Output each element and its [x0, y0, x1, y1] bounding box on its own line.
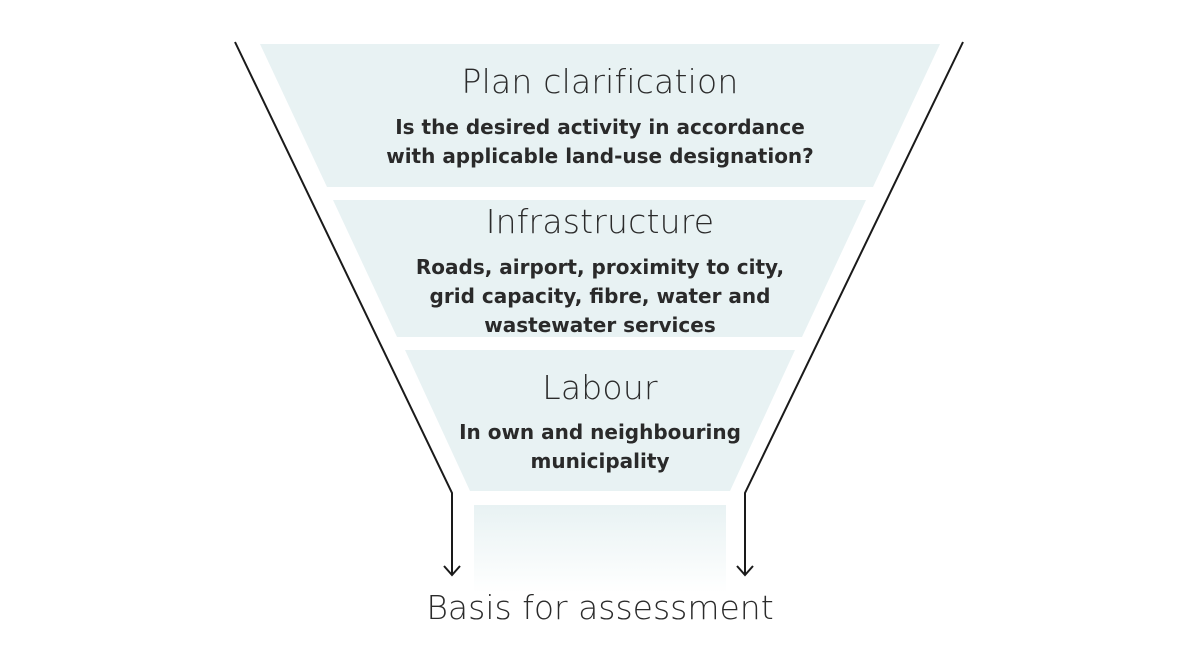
description-line: In own and neighbouring [459, 420, 741, 444]
stage-title-infrastructure: Infrastructure [485, 202, 715, 241]
stage-description-plan-clarification: Is the desired activity in accordance wi… [0, 113, 1200, 171]
funnel-right-edge [744, 41, 964, 574]
stage-band-infrastructure [333, 200, 866, 337]
outcome-fade-box [474, 505, 726, 593]
stage-band-plan-clarification [260, 44, 940, 187]
description-line: Is the desired activity in accordance [395, 115, 805, 139]
description-line: with applicable land-use designation? [386, 144, 814, 168]
stage-description-infrastructure: Roads, airport, proximity to city, grid … [0, 253, 1200, 340]
description-line: Roads, airport, proximity to city, [415, 255, 785, 279]
description-line: wastewater services [484, 313, 716, 337]
funnel-left-edge [234, 41, 453, 574]
stage-title-plan-clarification: Plan clarification [461, 62, 739, 101]
arrow-down-icon [443, 565, 461, 577]
description-line: municipality [530, 449, 670, 473]
outcome-label: Basis for assessment [426, 588, 774, 627]
stage-title-labour: Labour [542, 368, 658, 407]
arrow-down-icon [736, 565, 754, 577]
description-line: grid capacity, fibre, water and [429, 284, 771, 308]
stage-band-labour [405, 350, 795, 491]
stage-description-labour: In own and neighbouring municipality [0, 418, 1200, 476]
